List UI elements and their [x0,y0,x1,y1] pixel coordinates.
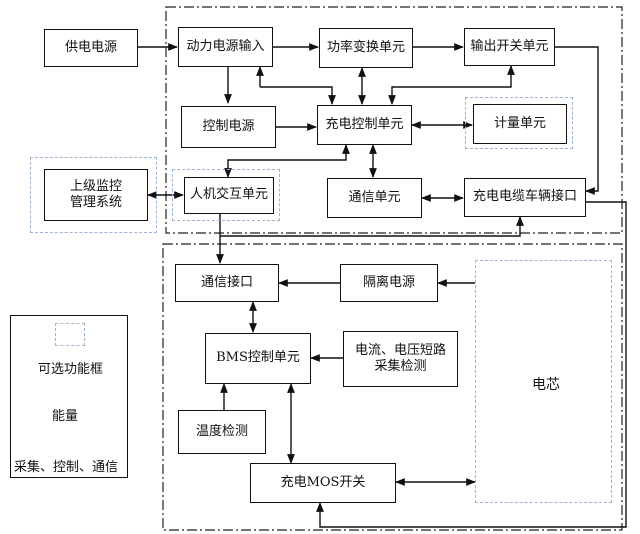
node-cable-interface: 充电电缆车辆接口 [464,178,586,217]
legend [10,315,128,478]
charger-frame [165,6,623,234]
node-hmi: 人机交互单元 [184,177,274,214]
legend-optional-label: 可选功能框 [38,362,104,377]
node-power-conversion: 功率变换单元 [319,28,413,68]
node-charge-control: 充电控制单元 [317,105,412,145]
optional-frame-cell [475,260,612,503]
edge-cable-cell [316,201,627,528]
node-bms-control: BMS控制单元 [205,333,311,384]
node-mos-switch: 充电MOS开关 [250,463,396,503]
battery-frame [162,243,623,531]
edge-chargecontrol-hmi [224,144,350,178]
node-temp-detect: 温度检测 [178,410,266,454]
node-isolated-power: 隔离电源 [340,264,438,302]
optional-frame-hmi [172,169,280,221]
node-upper-monitor: 上级监控 管理系统 [44,169,148,221]
edge-input-chargecontrol-b [260,86,336,105]
node-output-switch: 输出开关单元 [464,28,555,66]
node-power-supply: 供电电源 [44,29,138,67]
node-metering: 计量单元 [473,104,567,144]
edge-switch-chargecontrol [388,65,515,105]
legend-signal-label: 采集、控制、通信 [14,460,119,475]
edge-switch-cable [555,46,599,195]
legend-energy-label: 能量 [52,409,79,424]
node-power-input: 动力电源输入 [178,27,273,67]
optional-frame-upper-monitor [30,157,157,233]
edge-comminterface-cable [220,216,524,237]
node-cell: 电芯 [532,377,560,393]
optional-frame-metering [465,97,573,149]
legend-optional-swatch [55,323,85,346]
node-comm-interface: 通信接口 [175,264,279,302]
node-control-power: 控制电源 [181,106,276,148]
node-comm-unit: 通信单元 [327,178,422,218]
node-current-voltage-detect: 电流、电压短路 采集检测 [343,331,458,387]
